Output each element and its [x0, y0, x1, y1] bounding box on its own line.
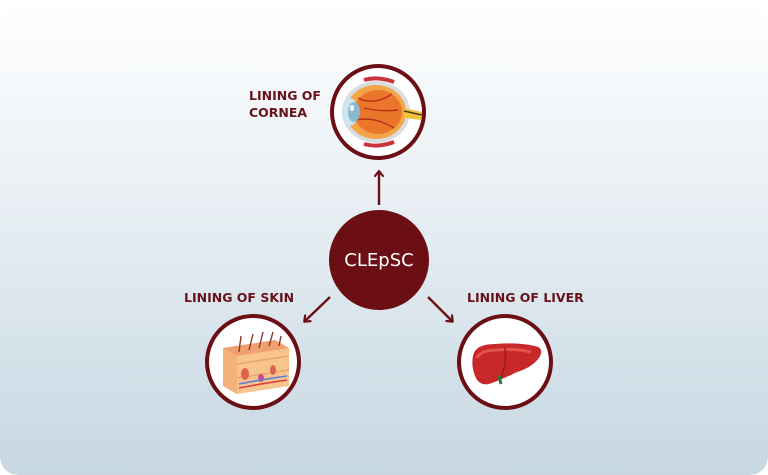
- cornea-label-line1: LINING OF: [249, 88, 321, 103]
- eye-icon: [342, 76, 422, 148]
- cornea-node: [330, 64, 426, 160]
- liver-node: [457, 314, 553, 410]
- arrow-to-skin: [305, 296, 331, 321]
- center-node: CLEpSC: [329, 210, 429, 310]
- skin-node: [205, 314, 301, 410]
- liver-icon: [472, 343, 542, 385]
- center-label: CLEpSC: [344, 249, 414, 271]
- cornea-label-line2: CORNEA: [249, 105, 308, 120]
- arrow-to-liver: [427, 296, 452, 321]
- skin-label: LINING OF SKIN: [184, 290, 295, 305]
- skin-layers-icon: [223, 331, 290, 394]
- cornea-label: LINING OF CORNEA: [249, 87, 321, 121]
- liver-label: LINING OF LIVER: [467, 290, 584, 305]
